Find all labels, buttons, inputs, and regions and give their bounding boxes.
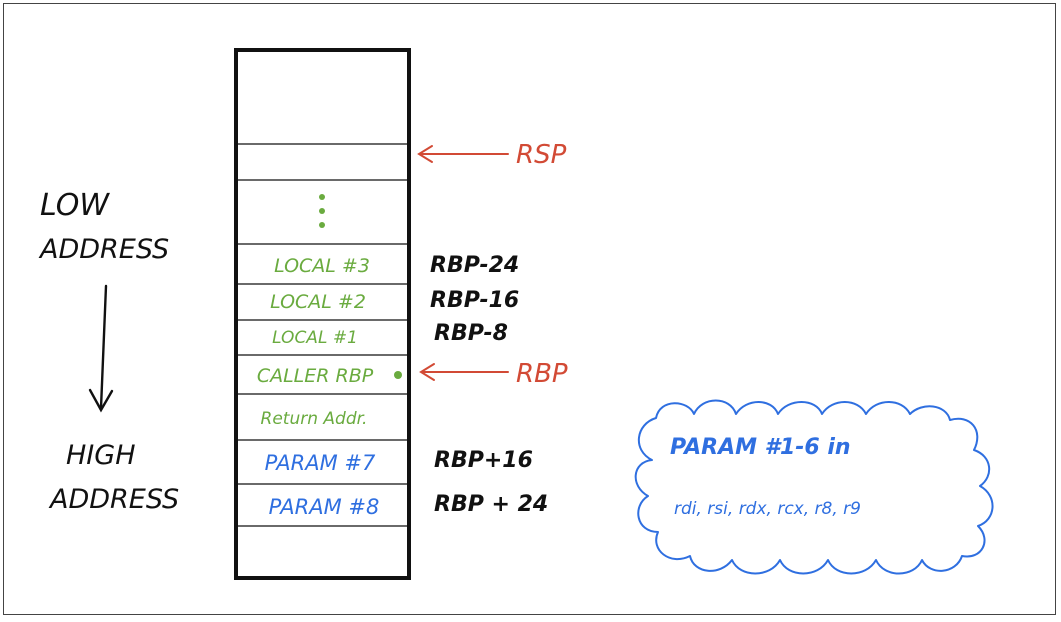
offset-local-3: RBP-24 [430, 253, 519, 278]
low-address-label: ADDRESS [38, 234, 169, 265]
ellipsis-dots [319, 194, 325, 228]
rsp-arrow [417, 145, 509, 163]
stack-box [234, 48, 411, 580]
offset-param-7: RBP+16 [434, 448, 533, 473]
rbp-pointer-dot [394, 371, 402, 379]
stack-row-lines [236, 143, 409, 527]
high-address-label: ADDRESS [48, 484, 179, 515]
param-7-label: PARAM #7 [265, 451, 376, 475]
low-label: LOW [40, 188, 110, 223]
rbp-arrow [419, 363, 509, 381]
rbp-label: RBP [516, 359, 568, 389]
cloud-registers: rdi, rsi, rdx, rcx, r8, r9 [674, 499, 861, 519]
down-arrow [88, 284, 114, 413]
caller-rbp-label: CALLER RBP [257, 365, 374, 387]
local-3-label: LOCAL #3 [274, 255, 370, 277]
rsp-label: RSP [516, 140, 567, 170]
offset-local-2: RBP-16 [430, 288, 519, 313]
local-2-label: LOCAL #2 [270, 291, 366, 313]
high-label: HIGH [66, 440, 136, 471]
return-address-label: Return Addr. [261, 409, 368, 429]
param-8-label: PARAM #8 [269, 495, 380, 519]
cloud-title: PARAM #1-6 in [670, 435, 851, 460]
local-1-label: LOCAL #1 [272, 328, 358, 348]
diagram-frame [3, 3, 1056, 615]
param-cloud-outline [634, 399, 994, 575]
offset-param-8: RBP + 24 [434, 492, 548, 517]
offset-local-1: RBP-8 [434, 321, 508, 346]
